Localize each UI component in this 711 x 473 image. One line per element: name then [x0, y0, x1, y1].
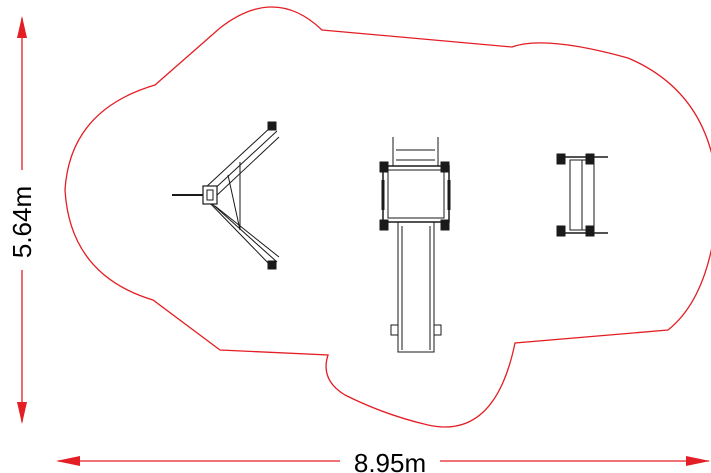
swing-frame-equipment [172, 121, 280, 270]
height-dimension [6, 16, 38, 424]
width-label: 8.95m [354, 448, 426, 473]
tower-slide-equipment [379, 137, 451, 353]
bench-equipment [556, 153, 608, 237]
height-label: 5.64m [7, 186, 37, 258]
width-dimension [56, 448, 710, 473]
safety-zone-boundary [64, 6, 711, 428]
